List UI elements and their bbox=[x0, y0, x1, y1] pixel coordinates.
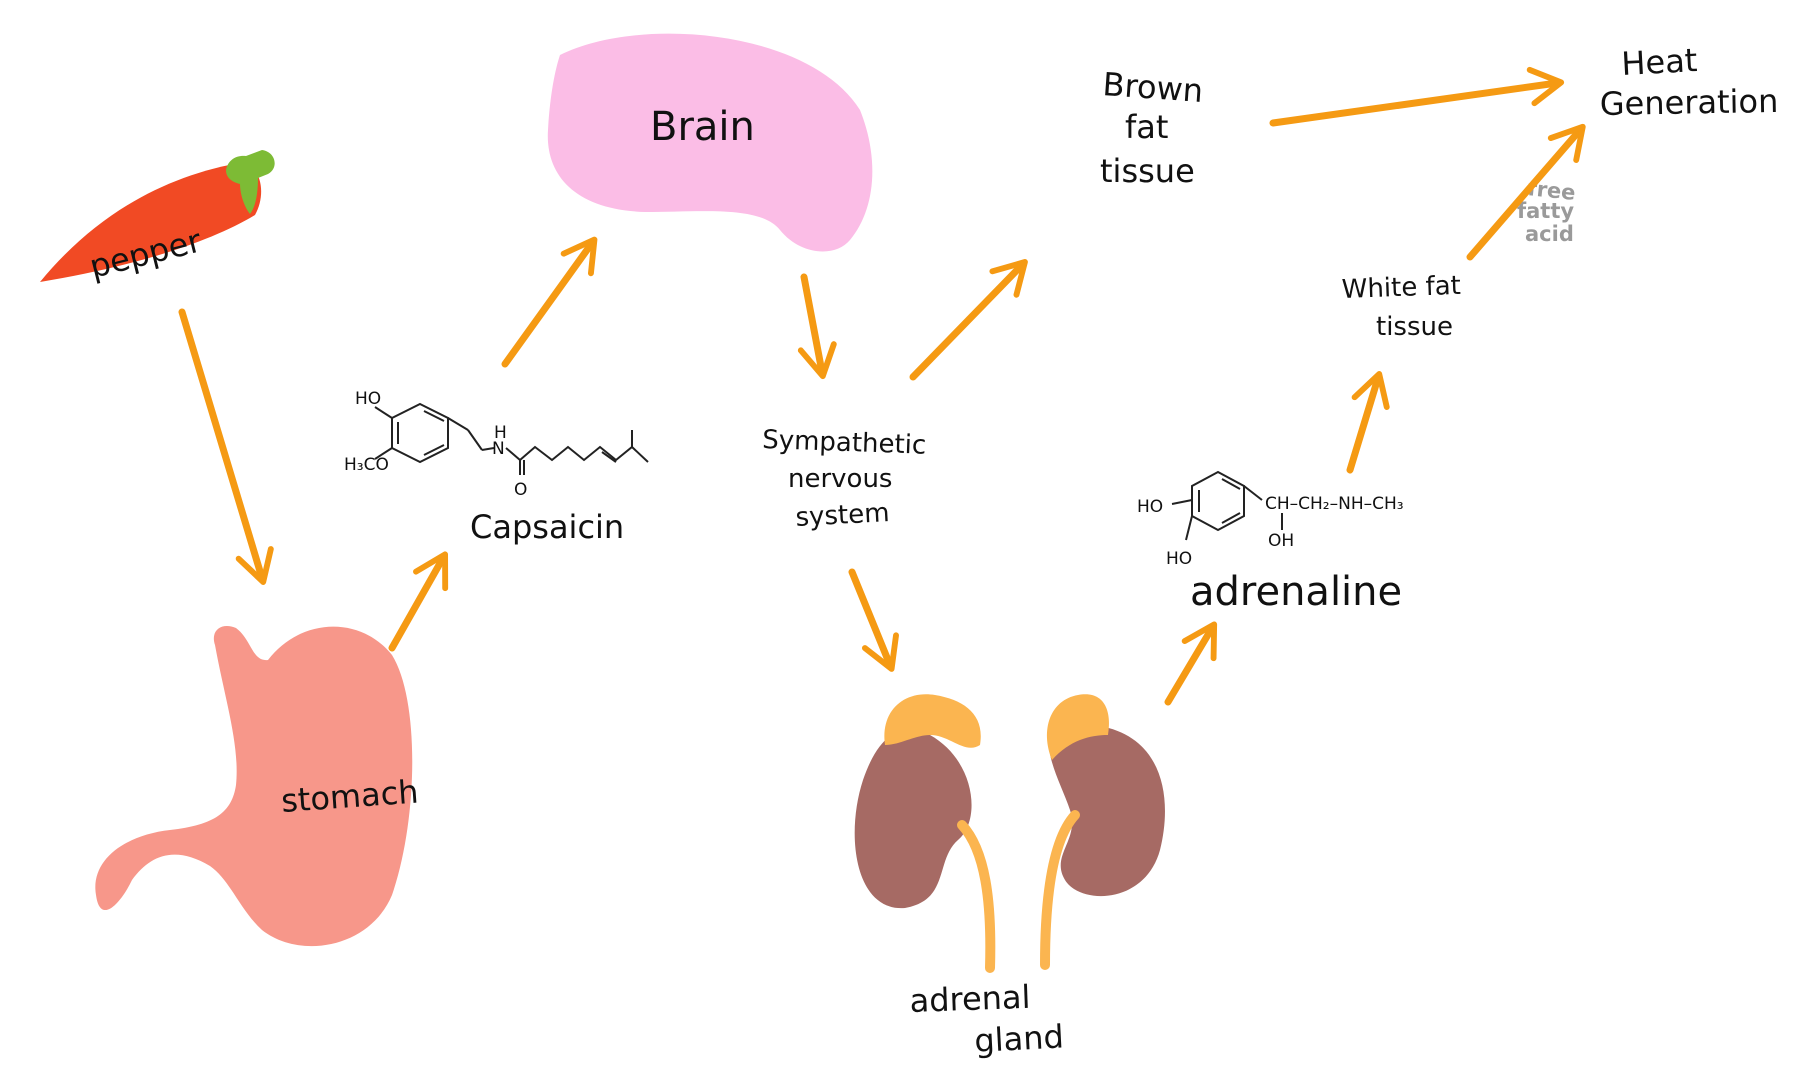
adrenal-gland-line-1: adrenal bbox=[909, 978, 1031, 1020]
adrenaline-oh: OH bbox=[1268, 531, 1294, 551]
ffa-line-2: fatty bbox=[1517, 199, 1574, 223]
sympathetic-line-2: nervous bbox=[788, 464, 892, 494]
sympathetic-line-3: system bbox=[795, 498, 890, 533]
sympathetic-line-1: Sympathetic bbox=[762, 425, 927, 461]
right-kidney bbox=[1049, 724, 1165, 897]
arrow-brain-to-sympathetic bbox=[797, 273, 837, 380]
arrow-sympathetic-to-adrenal bbox=[848, 568, 899, 672]
brown-fat-line-3: tissue bbox=[1100, 152, 1195, 190]
heat-generation-node: Heat Generation bbox=[1599, 41, 1778, 123]
left-kidney bbox=[854, 729, 972, 909]
arrow-stomach-to-capsaicin bbox=[388, 551, 449, 652]
arrow-white-fat-to-heat bbox=[1466, 123, 1586, 261]
capsaicin-structure: HO H₃CO N H O Capsaicin bbox=[344, 389, 649, 546]
white-fat-line-2: tissue bbox=[1376, 312, 1453, 342]
right-ureter bbox=[1040, 810, 1080, 970]
capsaicin-ring bbox=[391, 402, 449, 464]
adrenaline-label: adrenaline bbox=[1190, 569, 1402, 615]
stomach-shape bbox=[95, 625, 413, 947]
adrenal-gland-line-2: gland bbox=[973, 1017, 1064, 1060]
pepper-node: pepper bbox=[40, 150, 275, 286]
arrow-sympathetic-to-brown-fat bbox=[909, 259, 1028, 381]
adrenaline-ho-bottom: HO bbox=[1166, 549, 1192, 569]
capsaicin-h3co: H₃CO bbox=[344, 455, 389, 475]
brain-node: Brain bbox=[547, 33, 873, 252]
arrows bbox=[178, 66, 1586, 706]
left-ureter bbox=[957, 820, 996, 973]
adrenaline-chain: CH–CH₂–NH–CH₃ bbox=[1265, 494, 1404, 514]
right-adrenal-cap bbox=[1047, 694, 1110, 760]
heat-line-2: Generation bbox=[1599, 82, 1778, 123]
left-adrenal-cap bbox=[884, 694, 981, 748]
pepper-stem bbox=[226, 150, 275, 214]
brown-fat-line-1: Brown bbox=[1101, 65, 1204, 110]
heat-line-1: Heat bbox=[1620, 41, 1698, 83]
capsaicin-o: O bbox=[514, 480, 527, 500]
brown-fat-line-2: fat bbox=[1125, 108, 1168, 146]
stomach-node: stomach bbox=[95, 625, 420, 947]
adrenal-gland-node: adrenal gland bbox=[854, 694, 1165, 1060]
capsaicin-ho: HO bbox=[355, 389, 381, 409]
adrenaline-ho-top: HO bbox=[1137, 497, 1163, 517]
arrow-pepper-to-stomach bbox=[178, 308, 274, 585]
arrow-adrenal-to-adrenaline bbox=[1164, 621, 1218, 706]
capsaicin-label: Capsaicin bbox=[470, 508, 624, 546]
brain-shape bbox=[547, 33, 873, 252]
brown-fat-node: Brown fat tissue bbox=[1100, 65, 1204, 190]
ffa-line-3: acid bbox=[1525, 222, 1574, 246]
sympathetic-node: Sympathetic nervous system bbox=[762, 425, 927, 533]
arrow-brown-fat-to-heat bbox=[1269, 66, 1565, 127]
arrow-capsaicin-to-brain bbox=[501, 236, 598, 368]
brain-label: Brain bbox=[650, 104, 755, 150]
white-fat-line-1: White fat bbox=[1341, 271, 1461, 305]
arrow-adrenaline-to-white-fat bbox=[1346, 371, 1390, 474]
adrenaline-structure: HO HO CH–CH₂–NH–CH₃ OH adrenaline bbox=[1137, 470, 1404, 615]
free-fatty-acid-note: free fatty acid bbox=[1517, 176, 1577, 246]
capsaicin-n: N bbox=[492, 439, 505, 459]
pepper-shape bbox=[40, 162, 262, 282]
white-fat-node: White fat tissue bbox=[1341, 271, 1461, 342]
capsaicin-h: H bbox=[494, 423, 507, 443]
